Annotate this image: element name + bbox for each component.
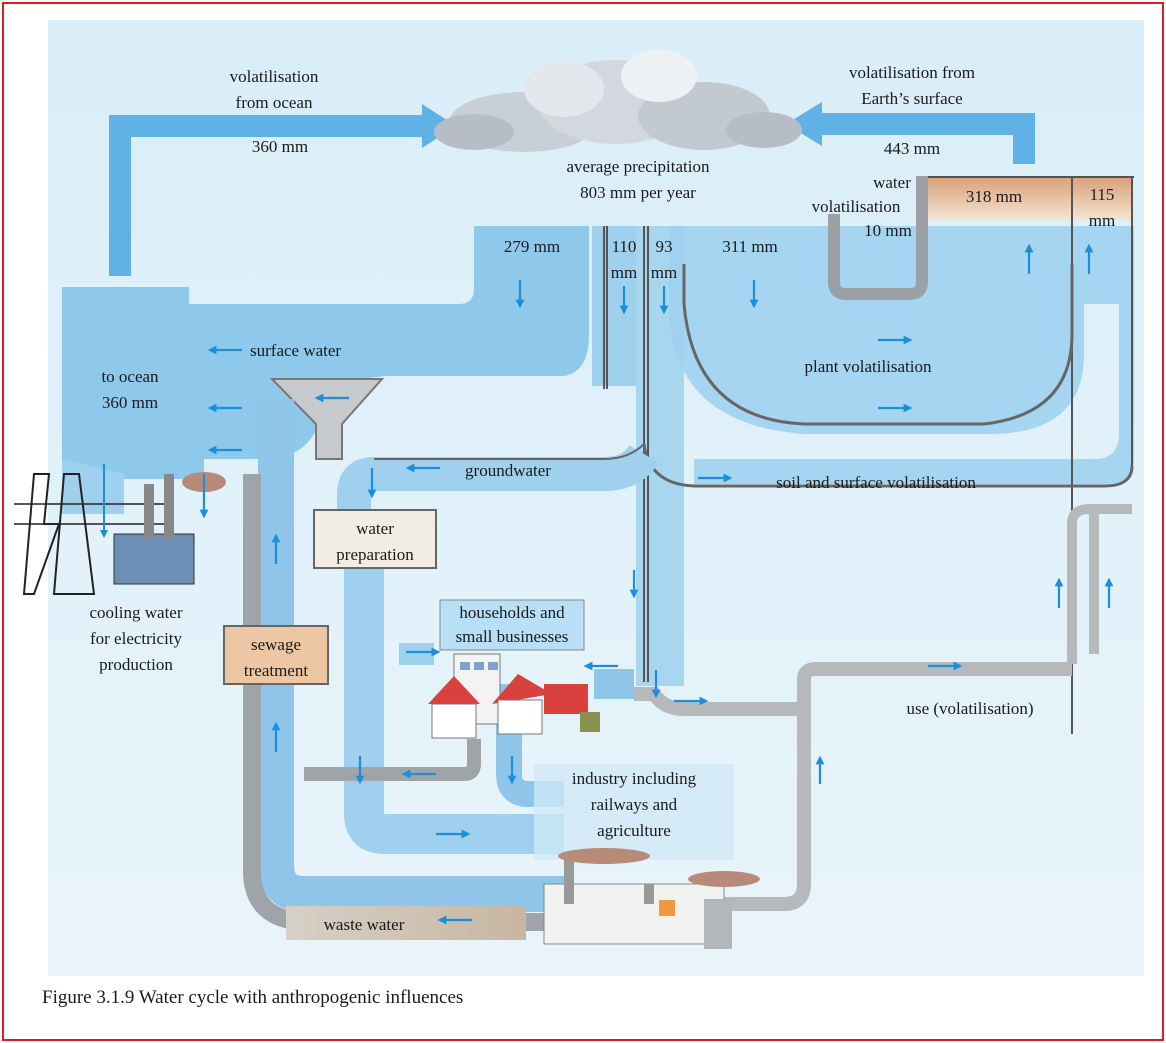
flow-arrows	[199, 243, 1114, 925]
label-use-volat: use (volatilisation)	[906, 699, 1033, 718]
label-cooling-3: production	[99, 655, 173, 674]
label-volat-ocean-2: from ocean	[236, 93, 313, 112]
label-volat-earth-1: volatilisation from	[849, 63, 975, 82]
ocean-volatilisation-flow	[109, 115, 424, 276]
label-plant-volat: plant volatilisation	[804, 357, 932, 376]
label-surface-water: surface water	[250, 341, 341, 360]
label-115-line2: mm	[1089, 211, 1115, 230]
ocean-ramp	[62, 459, 124, 514]
water-cycle-diagram: volatilisation from ocean 360 mm volatil…	[14, 20, 1144, 976]
label-precip-1: average precipitation	[566, 157, 710, 176]
houses-icon	[428, 653, 600, 739]
groundwater-pipe	[337, 444, 659, 544]
precip-column-left	[592, 226, 636, 386]
water-preparation-box	[313, 509, 437, 569]
label-cooling-1: cooling water	[90, 603, 183, 622]
label-cooling-2: for electricity	[90, 629, 183, 648]
label-households-1: households and	[459, 603, 565, 622]
label-ocean-mm: 360 mm	[252, 137, 308, 156]
label-groundwater: groundwater	[465, 461, 551, 480]
label-93-line2: mm	[651, 263, 677, 282]
label-318-mm: 318 mm	[966, 187, 1022, 206]
households-box	[439, 599, 585, 651]
sewage-main-pipe	[258, 399, 564, 912]
label-water-prep-2: preparation	[336, 545, 414, 564]
label-water-volat-2: volatilisation	[812, 197, 901, 216]
label-industry-1: industry including	[572, 769, 697, 788]
factory-icon	[543, 848, 760, 949]
power-station-icon	[14, 464, 226, 595]
label-93-line1: 93	[656, 237, 673, 256]
label-soil-volat: soil and surface volatilisation	[776, 473, 976, 492]
soil-layer	[924, 178, 1132, 220]
label-to-ocean-1: to ocean	[101, 367, 159, 386]
label-water-volat-3: 10 mm	[864, 221, 912, 240]
label-sewage-1: sewage	[251, 635, 301, 654]
earth-volatilisation-flow	[819, 113, 1035, 164]
label-279-mm: 279 mm	[504, 237, 560, 256]
label-110-line1: 110	[612, 237, 637, 256]
label-volat-ocean-1: volatilisation	[230, 67, 319, 86]
label-311-mm: 311 mm	[722, 237, 778, 256]
label-earth-mm: 443 mm	[884, 139, 940, 158]
label-households-2: small businesses	[456, 627, 569, 646]
label-precip-2: 803 mm per year	[580, 183, 696, 202]
label-water-volat-1: water	[873, 173, 911, 192]
industry-box	[534, 764, 734, 860]
label-to-ocean-2: 360 mm	[102, 393, 158, 412]
label-industry-3: agriculture	[597, 821, 671, 840]
ocean-body	[62, 226, 589, 479]
label-110-line2: mm	[611, 263, 637, 282]
figure-caption: Figure 3.1.9 Water cycle with anthropoge…	[42, 987, 464, 1008]
label-water-prep-1: water	[356, 519, 394, 538]
cloud-icon	[434, 50, 802, 152]
label-sewage-2: treatment	[244, 661, 308, 680]
waste-water-channel	[286, 906, 526, 940]
label-115-line1: 115	[1090, 185, 1115, 204]
sewage-treatment-box	[223, 625, 329, 685]
label-industry-2: railways and	[591, 795, 678, 814]
label-volat-earth-2: Earth’s surface	[861, 89, 962, 108]
label-waste-water: waste water	[324, 915, 405, 934]
water-volatilisation-pipe	[828, 176, 928, 300]
plant-uptake-curve	[682, 264, 1074, 426]
earth-volatilisation-arrowhead	[786, 102, 822, 146]
land-surface	[669, 226, 1134, 484]
surface-water-funnel	[269, 378, 385, 460]
supply-pipe	[344, 544, 564, 854]
